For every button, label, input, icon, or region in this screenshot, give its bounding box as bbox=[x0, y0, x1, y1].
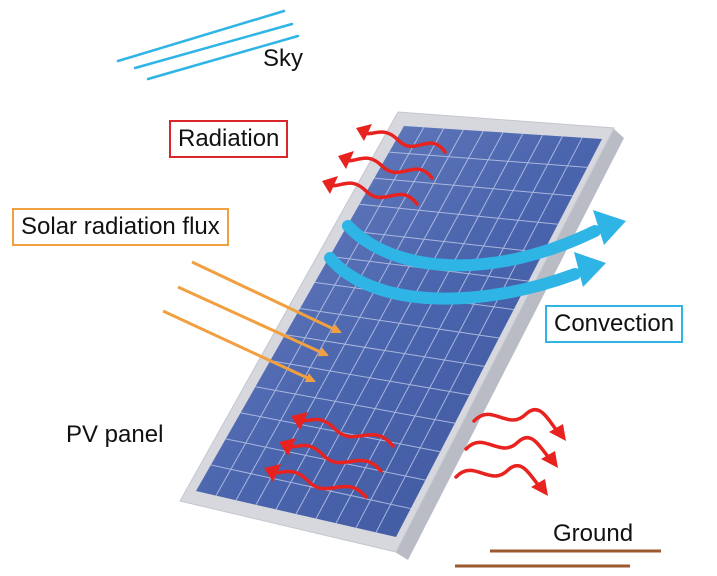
pv-panel-label: PV panel bbox=[66, 421, 164, 448]
panel-cells bbox=[196, 126, 602, 537]
panel-cell-row-line bbox=[389, 151, 588, 168]
convection-arrow bbox=[324, 252, 581, 305]
solar-flux-arrow bbox=[191, 260, 342, 334]
radiation-arrows-top bbox=[322, 124, 447, 206]
panel-cell-row-line bbox=[285, 334, 485, 367]
panel-cell-row-line bbox=[210, 464, 411, 510]
radiation-arrows-panel bbox=[264, 412, 395, 499]
convection-arrow-head bbox=[574, 252, 606, 287]
panel-cell-row-line bbox=[299, 308, 500, 339]
solar-flux-arrow bbox=[177, 285, 329, 357]
convection-arrow bbox=[342, 220, 601, 272]
solar-radiation-flux-label: Solar radiation flux bbox=[12, 208, 229, 246]
ground-label: Ground bbox=[553, 520, 634, 547]
radiation-label: Radiation bbox=[169, 120, 289, 158]
sky-label: Sky bbox=[263, 45, 304, 72]
radiation-arrows-ground bbox=[454, 407, 566, 496]
panel-cell-grid bbox=[210, 127, 588, 533]
ground-lines bbox=[455, 549, 661, 568]
solar-flux-arrow bbox=[162, 309, 316, 383]
convection-arrows bbox=[324, 210, 626, 305]
convection-label: Convection bbox=[545, 305, 684, 343]
solar-flux-arrows bbox=[162, 260, 342, 383]
convection-arrow-head bbox=[593, 210, 626, 245]
panel-cell-row-line bbox=[374, 177, 573, 197]
panel-cell-row-line bbox=[344, 229, 544, 254]
panel-frame-side bbox=[395, 129, 624, 560]
sky-lines bbox=[116, 9, 300, 81]
panel-cell-row-line bbox=[255, 386, 455, 424]
panel-cell-row-line bbox=[359, 203, 558, 225]
panel-cell-row-line bbox=[270, 360, 470, 396]
